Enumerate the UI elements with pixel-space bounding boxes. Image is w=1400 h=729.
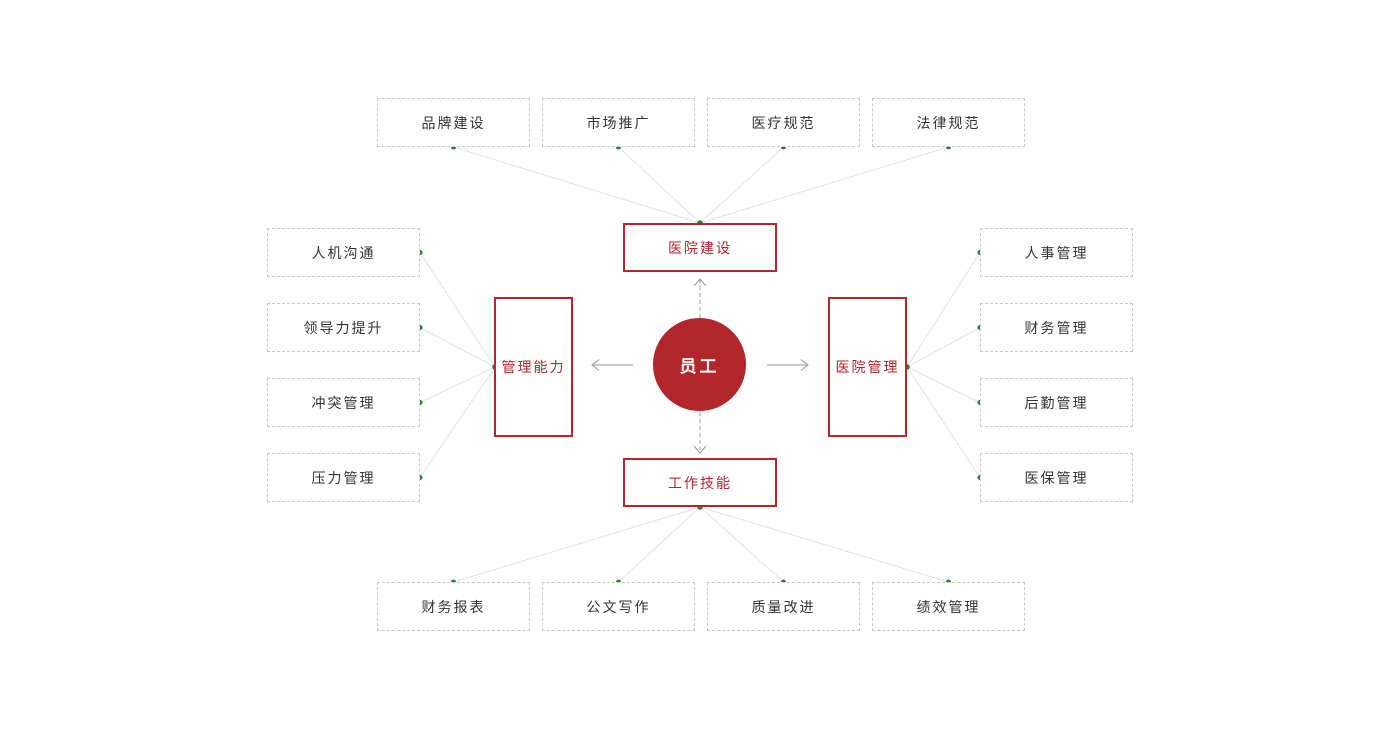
connector-line <box>419 366 496 478</box>
satellite-box-logistics-management: 后勤管理 <box>980 378 1133 427</box>
satellite-box-conflict-management: 冲突管理 <box>267 378 420 427</box>
satellite-box-hr-management: 人事管理 <box>980 228 1133 277</box>
connector-line <box>618 506 701 583</box>
arrow-down-head-icon <box>693 445 707 454</box>
satellite-box-financial-statements: 财务报表 <box>377 582 530 631</box>
satellite-box-stress-management: 压力管理 <box>267 453 420 502</box>
connector-line <box>906 366 981 478</box>
center-node-employee: 员工 <box>653 318 746 411</box>
satellite-box-interpersonal-communication: 人机沟通 <box>267 228 420 277</box>
connector-line <box>699 146 784 224</box>
connector-line <box>906 366 981 403</box>
hub-box-management-ability: 管理能力 <box>494 297 573 437</box>
satellite-box-market-promotion: 市场推广 <box>542 98 695 147</box>
satellite-box-leadership-improvement: 领导力提升 <box>267 303 420 352</box>
arrow-up-head-icon <box>693 278 707 287</box>
satellite-box-finance-management: 财务管理 <box>980 303 1133 352</box>
connector-line <box>699 506 784 583</box>
hub-box-work-skills: 工作技能 <box>623 458 777 507</box>
satellite-box-medical-standards: 医疗规范 <box>707 98 860 147</box>
arrow-right-head-icon <box>800 359 809 371</box>
connector-lines <box>419 146 981 583</box>
connector-line <box>699 506 949 583</box>
connector-line <box>419 327 496 368</box>
satellite-box-brand-building: 品牌建设 <box>377 98 530 147</box>
satellite-box-performance-management: 绩效管理 <box>872 582 1025 631</box>
hub-box-hospital-construction: 医院建设 <box>623 223 777 272</box>
connector-line <box>618 146 701 224</box>
connector-line <box>453 506 701 583</box>
connector-line <box>699 146 949 224</box>
connector-line <box>419 366 496 403</box>
connector-line <box>906 327 981 368</box>
hub-box-hospital-management: 医院管理 <box>828 297 907 437</box>
connector-line <box>419 252 496 368</box>
center-arrows <box>591 278 809 454</box>
connector-line <box>906 252 981 368</box>
satellite-box-legal-standards: 法律规范 <box>872 98 1025 147</box>
arrow-left-head-icon <box>591 359 600 371</box>
connector-line <box>453 146 701 224</box>
satellite-box-quality-improvement: 质量改进 <box>707 582 860 631</box>
satellite-box-insurance-management: 医保管理 <box>980 453 1133 502</box>
satellite-box-official-writing: 公文写作 <box>542 582 695 631</box>
